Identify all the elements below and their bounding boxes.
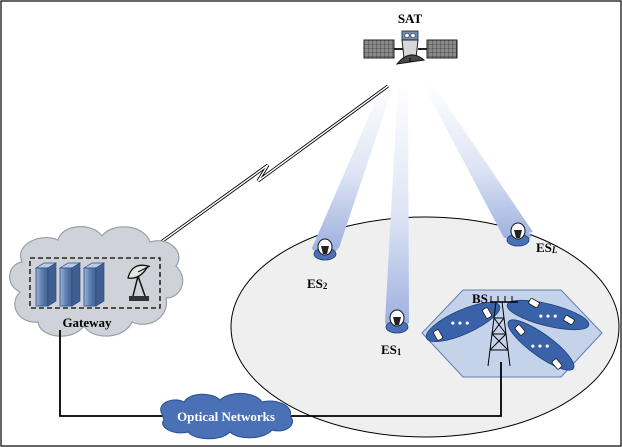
optical-network-cloud	[160, 393, 294, 440]
optical-network-label: Optical Networks	[177, 409, 275, 424]
server-rack-icon	[34, 262, 106, 307]
satellite-link	[149, 85, 389, 251]
svg-text:• • •: • • •	[539, 309, 558, 323]
base-station-label: BS	[472, 291, 488, 306]
satellite-icon	[363, 30, 458, 65]
beam-esl	[423, 84, 533, 238]
svg-text:• • •: • • •	[531, 339, 550, 353]
solar-panel-left	[363, 39, 395, 59]
backhaul-line-gateway	[59, 330, 164, 417]
satellite-dish-icon	[127, 264, 151, 301]
beam-es1	[385, 84, 409, 322]
backhaul-line-bs	[291, 362, 502, 417]
coverage-area	[230, 216, 620, 438]
gateway-label: Gateway	[62, 315, 112, 330]
esl-label: ESL	[536, 240, 558, 255]
satellite-label: SAT	[398, 11, 423, 26]
earth-station-dish-icon	[506, 222, 530, 247]
earth-station-dish-icon	[385, 309, 409, 334]
es2-label: ES2	[307, 276, 328, 291]
beam-es2	[312, 84, 394, 248]
mobile-phone-icon	[433, 298, 575, 370]
earth-station-dish-icon	[313, 238, 337, 261]
user-cluster-left: • • •	[425, 301, 501, 343]
gateway-box	[29, 257, 161, 309]
es1-label: ES1	[381, 342, 402, 357]
cell-tower-icon	[487, 296, 518, 367]
solar-panel-right	[426, 39, 458, 59]
svg-text:• • •: • • •	[451, 316, 470, 330]
